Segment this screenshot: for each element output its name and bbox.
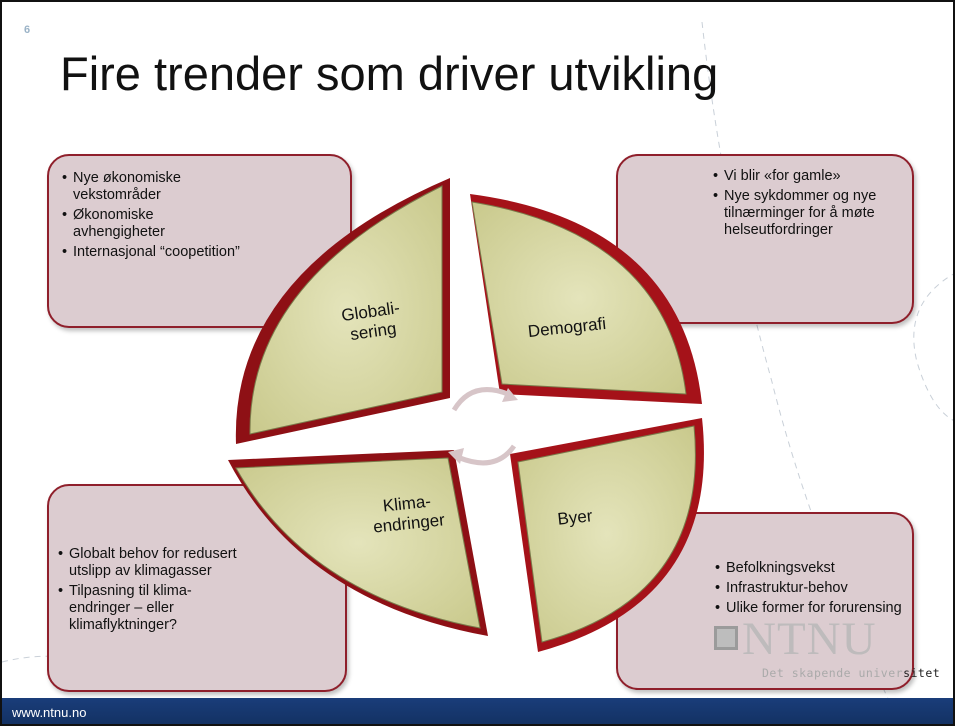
list-item: Infrastruktur-behov: [712, 580, 902, 597]
list-item: Befolkningsvekst: [712, 560, 902, 577]
segment-klimaendringer: [228, 450, 488, 636]
footer-url[interactable]: www.ntnu.no: [12, 705, 87, 720]
list-item: Nye sykdommer og nye tilnærminger for å …: [710, 188, 910, 239]
footer-bar: www.ntnu.no: [2, 698, 953, 724]
segment-globalisering: [235, 178, 450, 444]
list-item: Økonomiske avhengigheter: [59, 207, 249, 241]
list-item: Ulike former for forurensing: [712, 600, 902, 617]
box-bottom-right-list: Befolkningsvekst Infrastruktur-behov Uli…: [712, 560, 902, 620]
segment-demografi: [470, 194, 702, 404]
list-item: Vi blir «for gamle»: [710, 168, 910, 185]
tagline-light: Det skapende univer: [762, 666, 904, 680]
list-item: Internasjonal “coopetition”: [59, 244, 249, 261]
ntnu-logo: NTNU: [742, 613, 877, 665]
ntnu-logo-mark: [714, 626, 738, 650]
slide-title: Fire trender som driver utvikling: [60, 47, 719, 100]
box-top-right-list: Vi blir «for gamle» Nye sykdommer og nye…: [710, 168, 910, 242]
box-top-right: Vi blir «for gamle» Nye sykdommer og nye…: [616, 154, 914, 324]
box-bottom-left-list: Globalt behov for redusert utslipp av kl…: [55, 546, 245, 637]
tagline-dark: sitet: [903, 666, 941, 680]
ntnu-tagline: Det skapende universitet: [762, 666, 940, 680]
slide-number: 6: [24, 24, 31, 36]
list-item: Nye økonomiske vekstområder: [59, 170, 249, 204]
box-top-left: Nye økonomiske vekstområder Økonomiske a…: [47, 154, 352, 328]
cycle-arrows: [448, 387, 518, 466]
segment-byer: [510, 418, 704, 652]
list-item: Globalt behov for redusert utslipp av kl…: [55, 546, 245, 580]
list-item: Tilpasning til klima-endringer – eller k…: [55, 583, 245, 634]
box-top-left-list: Nye økonomiske vekstområder Økonomiske a…: [59, 170, 249, 264]
